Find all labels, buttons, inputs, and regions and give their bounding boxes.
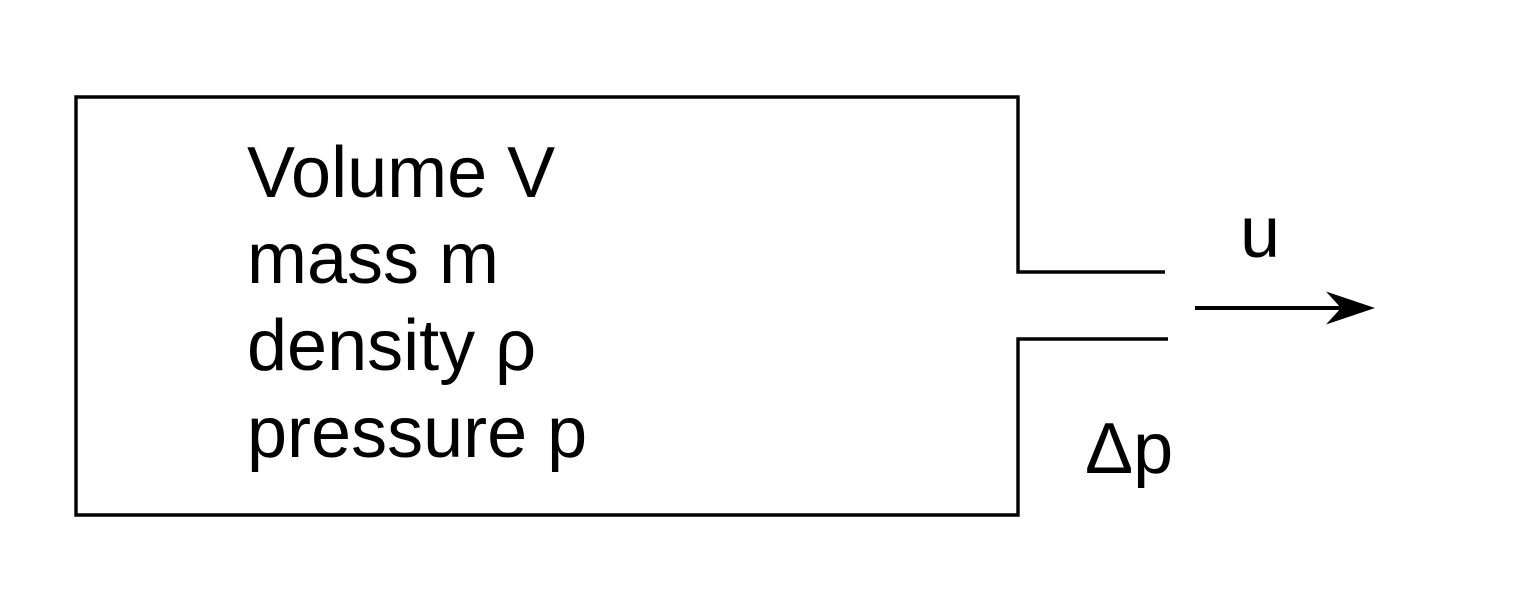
velocity-label: u: [1240, 193, 1280, 273]
pressure-drop-label: Δp: [1085, 409, 1173, 489]
vessel-outline-with-nozzle: [74, 95, 1168, 517]
vessel-label-pressure: pressure p: [247, 393, 587, 473]
vessel-label-density: density ρ: [247, 306, 536, 386]
outflow-arrow-head-icon: [1326, 291, 1375, 325]
vessel-label-volume: Volume V: [247, 133, 555, 213]
vessel-label-mass: mass m: [247, 219, 499, 299]
